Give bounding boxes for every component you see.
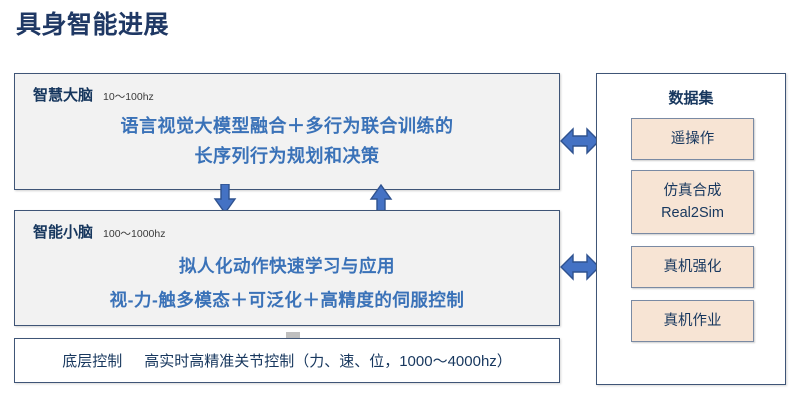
big-brain-label: 智慧大脑 — [33, 87, 94, 104]
dataset-item-label: 遥操作 — [670, 131, 715, 147]
big-brain-line-2: 长序列行为规划和决策 — [194, 146, 380, 166]
small-brain-line-2: 视-力-触多模态＋可泛化＋高精度的伺服控制 — [109, 290, 465, 310]
dataset-item-real-robot-task[interactable]: 真机作业 — [631, 300, 754, 342]
double-arrow-horizontal-icon — [560, 250, 600, 284]
small-brain-label: 智能小脑 — [33, 224, 94, 241]
dataset-item-sublabel: Real2Sim — [661, 205, 724, 221]
dataset-item-label: 仿真合成 — [663, 183, 722, 199]
double-arrow-horizontal-icon — [560, 124, 600, 158]
small-brain-box: 智能小脑 100～1000hz 拟人化动作快速学习与应用 视-力-触多模态＋可泛… — [14, 210, 560, 326]
big-brain-frequency: 10～100hz — [103, 91, 154, 103]
bottom-bar-text: 高实时高精准关节控制（力、速、位，1000～4000hz） — [144, 353, 512, 370]
dataset-item-label: 真机作业 — [663, 313, 722, 329]
big-brain-line-1: 语言视觉大模型融合＋多行为联合训练的 — [120, 116, 454, 136]
dataset-item-label: 真机强化 — [663, 259, 722, 275]
bottom-control-bar: 底层控制 高实时高精准关节控制（力、速、位，1000～4000hz） — [14, 338, 560, 383]
dataset-item-real-robot-rl[interactable]: 真机强化 — [631, 246, 754, 288]
small-brain-header: 智能小脑 100～1000hz — [33, 221, 165, 242]
dataset-panel-title: 数据集 — [668, 90, 714, 107]
big-brain-body: 语言视觉大模型融合＋多行为联合训练的 长序列行为规划和决策 — [15, 111, 559, 171]
small-brain-frequency: 100～1000hz — [103, 228, 166, 240]
small-brain-body: 拟人化动作快速学习与应用 视-力-触多模态＋可泛化＋高精度的伺服控制 — [15, 249, 559, 317]
dataset-item-simulation-synthesis[interactable]: 仿真合成 Real2Sim — [631, 170, 754, 234]
bottom-bar-label: 底层控制 — [62, 353, 123, 370]
big-brain-box: 智慧大脑 10～100hz 语言视觉大模型融合＋多行为联合训练的 长序列行为规划… — [14, 73, 560, 190]
dataset-panel: 数据集 遥操作 仿真合成 Real2Sim 真机强化 真机作业 — [596, 73, 786, 385]
bar-connector-nub — [286, 332, 300, 339]
page-title: 具身智能进展 — [16, 11, 170, 39]
big-brain-header: 智慧大脑 10～100hz — [33, 84, 154, 105]
arrow-down-icon — [212, 184, 238, 214]
dataset-item-teleoperation[interactable]: 遥操作 — [631, 118, 754, 160]
small-brain-line-1: 拟人化动作快速学习与应用 — [179, 256, 395, 276]
